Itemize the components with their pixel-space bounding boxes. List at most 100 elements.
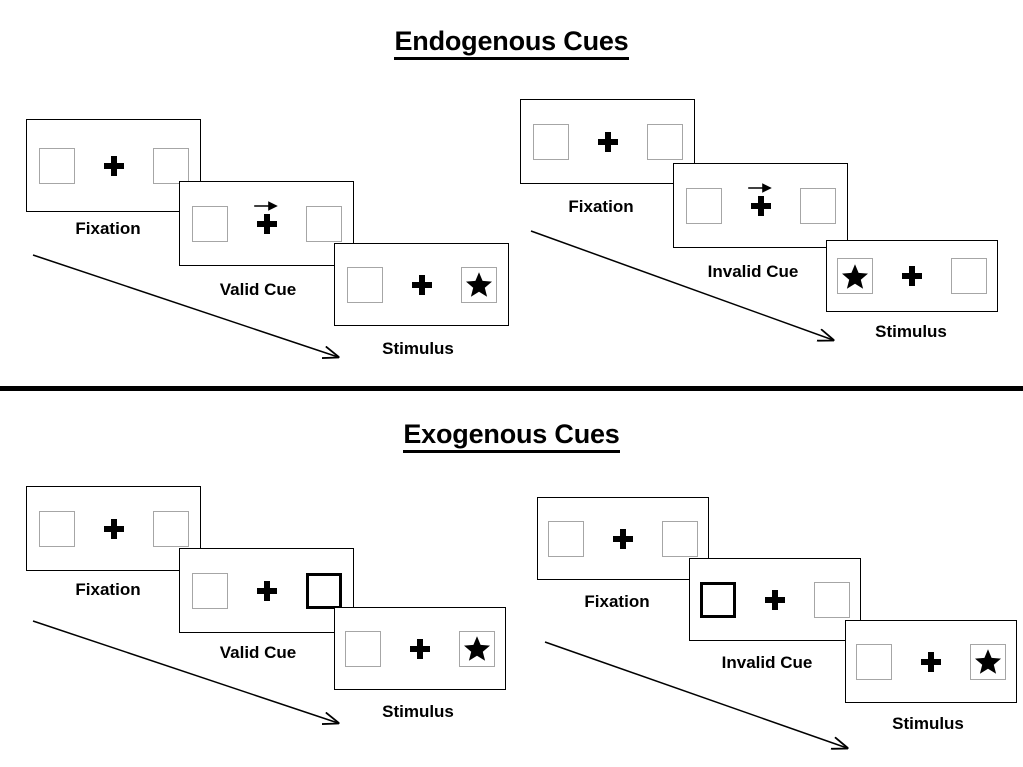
section-title-exogenous: Exogenous Cues	[0, 419, 1023, 453]
placeholder-box-right	[814, 581, 850, 618]
trial-panel-exogenous-valid-stimulus[interactable]	[334, 607, 506, 690]
stimulus-row	[856, 643, 1006, 680]
fixation-cross-icon	[256, 213, 277, 234]
fixation-cross-slot	[914, 651, 948, 672]
placeholder-box-left	[532, 123, 569, 160]
spacer	[792, 599, 814, 600]
section-title-exogenous-text: Exogenous Cues	[403, 419, 620, 453]
arrow-right-icon	[253, 200, 278, 211]
placeholder-box-left	[38, 147, 75, 184]
trial-panel-exogenous-invalid-fixation[interactable]	[537, 497, 709, 580]
fixation-cross-slot	[744, 182, 778, 216]
stimulus-row	[548, 520, 698, 557]
stimulus-row	[837, 258, 987, 294]
fixation-cross-slot	[97, 155, 131, 176]
target-box-right	[970, 643, 1006, 680]
stage-label-exogenous-invalid-fixation: Fixation	[584, 592, 650, 611]
target-box-right	[460, 266, 497, 303]
fixation-cross-icon	[921, 651, 941, 672]
fixation-cross-slot	[97, 518, 131, 539]
panel-content	[538, 498, 708, 579]
trial-panel-endogenous-valid-stimulus[interactable]	[334, 243, 509, 326]
stimulus-row	[191, 200, 342, 242]
spacer	[625, 141, 647, 142]
stage-label-endogenous-invalid-fixation: Fixation	[568, 197, 634, 216]
placeholder-box-left	[191, 572, 228, 609]
spacer	[736, 599, 758, 600]
stage-label-exogenous-valid-stimulus: Stimulus	[382, 702, 454, 721]
trial-panel-exogenous-valid-cue[interactable]	[179, 548, 354, 633]
trial-panel-exogenous-valid-fixation[interactable]	[26, 486, 201, 571]
spacer	[131, 165, 153, 166]
stage-label-exogenous-invalid-stimulus: Stimulus	[892, 714, 964, 733]
placeholder-box-left	[346, 266, 383, 303]
section-title-endogenous-text: Endogenous Cues	[394, 26, 629, 60]
panel-content	[27, 120, 200, 211]
spacer	[929, 276, 951, 277]
fixation-cross-slot	[758, 589, 792, 610]
fixation-cross-slot	[250, 200, 284, 234]
spacer	[584, 538, 606, 539]
panel-content	[521, 100, 694, 183]
fixation-cross-icon	[103, 155, 124, 176]
target-box-right	[459, 630, 495, 667]
stage-label-exogenous-valid-fixation: Fixation	[75, 580, 141, 599]
panel-content	[827, 241, 997, 311]
stage-label-endogenous-invalid-cue: Invalid Cue	[707, 262, 799, 281]
stimulus-row	[685, 182, 836, 224]
stimulus-row	[345, 630, 495, 667]
trial-panel-endogenous-valid-cue[interactable]	[179, 181, 354, 266]
spacer	[131, 528, 153, 529]
fixation-cross-icon	[410, 638, 430, 659]
stage-label-exogenous-valid-cue: Valid Cue	[219, 643, 297, 662]
fixation-cross-icon	[902, 266, 922, 286]
trial-panel-endogenous-invalid-stimulus[interactable]	[826, 240, 998, 312]
star-icon	[842, 263, 868, 289]
fixation-cross-icon	[613, 528, 633, 549]
spacer	[381, 648, 403, 649]
spacer	[439, 284, 461, 285]
stimulus-row	[38, 147, 189, 184]
star-icon	[464, 636, 490, 661]
stage-label-endogenous-valid-stimulus: Stimulus	[382, 339, 454, 358]
spacer	[873, 276, 895, 277]
trial-panel-endogenous-invalid-cue[interactable]	[673, 163, 848, 248]
fixation-cross-slot	[405, 274, 439, 295]
time-flow-arrow-icon-endogenous-valid	[32, 254, 338, 357]
target-box-left	[837, 258, 873, 294]
spacer	[75, 165, 97, 166]
placeholder-box-right	[662, 520, 698, 557]
fixation-cross-slot	[250, 580, 284, 601]
arrow-right-icon	[747, 182, 772, 193]
fixation-cross-icon	[103, 518, 124, 539]
trial-panel-endogenous-invalid-fixation[interactable]	[520, 99, 695, 184]
cued-box-right	[305, 572, 342, 609]
spacer	[228, 590, 250, 591]
trial-panel-exogenous-invalid-cue[interactable]	[689, 558, 861, 641]
spacer	[284, 590, 306, 591]
stage-label-exogenous-invalid-cue: Invalid Cue	[721, 653, 813, 672]
placeholder-box-left	[191, 205, 228, 242]
placeholder-box-left	[685, 187, 722, 224]
fixation-cross-icon	[765, 589, 785, 610]
spacer	[722, 205, 744, 206]
stimulus-row	[532, 123, 683, 160]
fixation-cross-icon	[597, 131, 618, 152]
spacer	[778, 205, 800, 206]
star-icon	[465, 272, 492, 297]
panel-content	[674, 164, 847, 247]
fixation-cross-icon	[750, 195, 771, 216]
stage-label-endogenous-valid-cue: Valid Cue	[219, 280, 297, 299]
placeholder-box-left	[856, 643, 892, 680]
fixation-cross-slot	[591, 131, 625, 152]
panel-content	[335, 608, 505, 689]
placeholder-box-left	[345, 630, 381, 667]
time-flow-arrow-icon-exogenous-valid	[32, 620, 338, 723]
panel-content	[690, 559, 860, 640]
fixation-cross-slot	[895, 266, 929, 286]
placeholder-box-right	[305, 205, 342, 242]
stimulus-row	[346, 266, 497, 303]
spacer	[569, 141, 591, 142]
trial-panel-endogenous-valid-fixation[interactable]	[26, 119, 201, 212]
trial-panel-exogenous-invalid-stimulus[interactable]	[845, 620, 1017, 703]
